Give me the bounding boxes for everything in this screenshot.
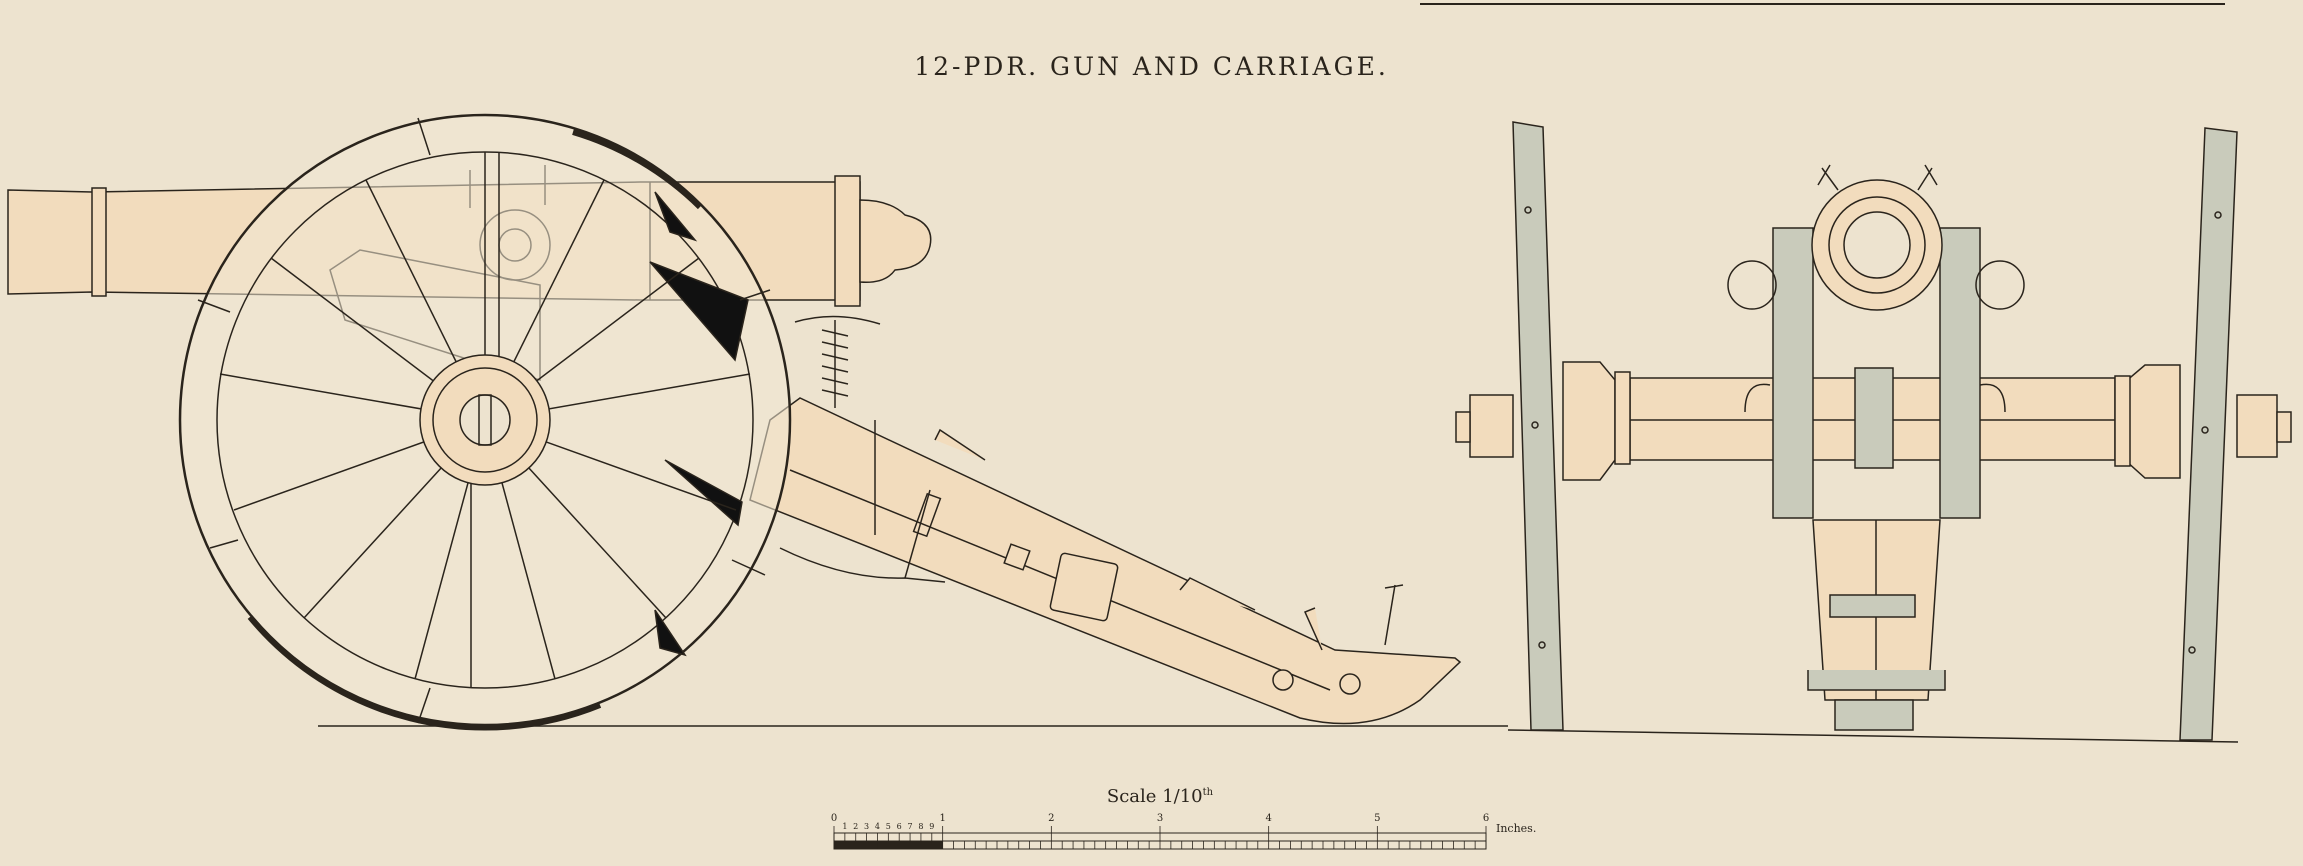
scale-word: Scale <box>1106 786 1157 807</box>
side-wheel <box>178 113 792 731</box>
scale-major-tick-label: 1 <box>939 813 946 824</box>
scale-minor-tick-label: 4 <box>874 822 880 831</box>
scale-unit: Inches. <box>1496 822 1537 835</box>
front-muzzle <box>1811 164 1943 311</box>
scale-major-tick-label: 5 <box>1374 813 1381 824</box>
front-elevation <box>1455 121 2292 741</box>
ground-line-front <box>1507 729 2239 743</box>
carriage-trail <box>749 397 1462 725</box>
wheel-hub <box>419 354 551 486</box>
scale-major-tick-label: 6 <box>1482 813 1490 824</box>
scale-minor-tick-label: 3 <box>864 822 870 831</box>
scale-bar <box>833 826 1487 850</box>
scale-ratio-sup: th <box>1202 787 1214 798</box>
scale-label: Scale 1/10th <box>1106 786 1214 807</box>
scale-ratio-num: 1 <box>1162 786 1174 807</box>
scale-minor-tick-label: 5 <box>885 822 891 831</box>
scale-minor-tick-label: 2 <box>853 822 859 831</box>
elevating-screw <box>794 315 881 408</box>
scale-major-tick-label: 4 <box>1265 813 1272 824</box>
scale-minor-tick-label: 8 <box>918 822 924 831</box>
scale-minor-tick-label: 6 <box>896 822 902 831</box>
scale-minor-tick-label: 1 <box>842 822 848 831</box>
plate-title: 12-PDR. GUN AND CARRIAGE. <box>914 52 1389 81</box>
front-right-wheel <box>2179 127 2238 741</box>
trail-chain <box>779 489 946 583</box>
scale-minor-tick-label: 7 <box>907 822 913 831</box>
scale-ratio-den: 10 <box>1179 786 1203 807</box>
scale-major-tick-label: 2 <box>1048 813 1055 824</box>
side-elevation <box>7 113 1462 731</box>
scale-major-tick-label: 3 <box>1156 813 1164 824</box>
scale-minor-tick-label: 9 <box>929 822 935 831</box>
front-carriage <box>1772 227 1981 731</box>
scale-major-tick-label: 0 <box>830 813 838 824</box>
